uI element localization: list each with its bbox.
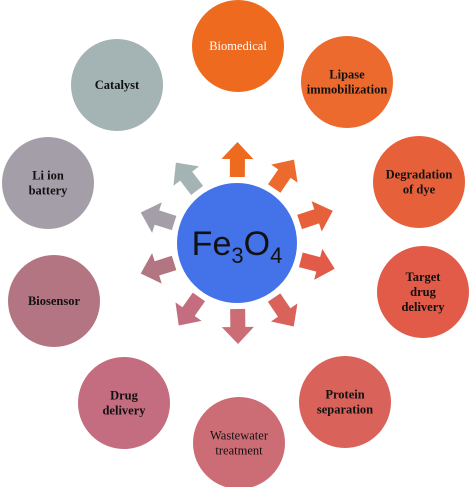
center-node: Fe3O4: [177, 183, 297, 303]
arrow-to-protein-separation: [267, 293, 298, 327]
node-label-line: Wastewater: [210, 429, 269, 443]
node-label-line: Degradation: [386, 168, 453, 182]
node-label-line: Lipase: [329, 68, 365, 82]
node-circle-wastewater-treatment: [193, 397, 285, 487]
center-label: Fe3O4: [192, 225, 283, 268]
arrow-to-target-drug-delivery: [298, 248, 335, 280]
center-label-fe: Fe: [192, 225, 232, 263]
node-label-line: Catalyst: [95, 78, 140, 92]
node-biosensor: Biosensor: [8, 255, 100, 347]
node-label-line: Biomedical: [209, 39, 267, 53]
node-circle-li-ion-battery: [2, 137, 94, 229]
node-label-line: of dye: [403, 183, 436, 197]
node-label-biosensor: Biosensor: [28, 294, 81, 308]
node-label-line: separation: [317, 403, 373, 417]
node-circle-protein-separation: [299, 356, 391, 448]
node-label-line: Protein: [325, 388, 364, 402]
node-circle-target-drug-delivery: [377, 246, 469, 338]
arrow-to-lipase-immobilization: [268, 159, 298, 193]
arrow-to-biomedical: [221, 142, 254, 178]
arrow-to-li-ion-battery: [140, 202, 177, 233]
node-circle-drug-delivery: [78, 357, 170, 449]
node-label-catalyst: Catalyst: [95, 78, 140, 92]
arrow-to-degradation-of-dye: [297, 201, 333, 232]
center-label-sub3: 3: [231, 243, 243, 268]
arrow-to-wastewater-treatment: [221, 308, 254, 344]
node-label-line: Li ion: [32, 169, 64, 183]
node-circle-lipase-immobilization: [301, 36, 393, 128]
node-label-biomedical: Biomedical: [209, 39, 267, 53]
node-circle-catalyst: [71, 39, 163, 131]
node-circle-biosensor: [8, 255, 100, 347]
node-label-line: drug: [410, 285, 436, 299]
center-circle: [177, 183, 297, 303]
arrow-to-biosensor: [140, 253, 177, 284]
node-label-line: delivery: [401, 300, 445, 314]
node-label-line: delivery: [102, 404, 146, 418]
node-label-line: immobilization: [307, 83, 388, 97]
node-label-line: Biosensor: [28, 294, 81, 308]
center-label-sub4: 4: [270, 243, 282, 268]
arrow-to-catalyst: [173, 162, 204, 195]
arrow-to-drug-delivery: [175, 292, 206, 326]
node-label-line: battery: [29, 184, 69, 198]
node-label-line: Target: [406, 270, 442, 284]
node-label-line: treatment: [215, 444, 263, 458]
node-label-line: Drug: [110, 389, 139, 403]
node-biomedical: Biomedical: [192, 0, 284, 92]
node-circle-biomedical: [192, 0, 284, 92]
node-circle-degradation-of-dye: [373, 136, 465, 228]
node-catalyst: Catalyst: [71, 39, 163, 131]
center-label-o: O: [244, 225, 270, 263]
arrows-layer: [140, 142, 335, 344]
